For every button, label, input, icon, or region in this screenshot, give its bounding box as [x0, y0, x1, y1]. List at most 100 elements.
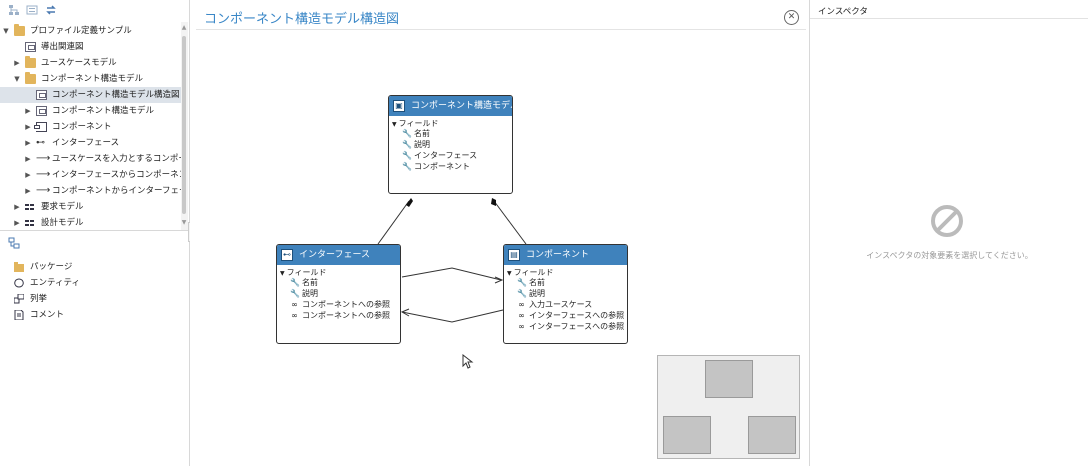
field-label: 名前: [529, 278, 545, 287]
node-component-model[interactable]: ▣ コンポーネント構造モデル ▼フィールド 🔧名前 🔧説明 🔧インターフェース …: [388, 95, 513, 194]
fields-section[interactable]: ▼フィールド: [507, 268, 554, 277]
field-row[interactable]: ∞インターフェースへの参照: [517, 310, 624, 321]
tree-item[interactable]: ▶ ユースケースモデル: [0, 55, 181, 71]
tree-item[interactable]: ▶コンポーネント構造モデル: [0, 103, 181, 119]
tree-item-label: 要求モデル: [41, 202, 84, 212]
tree-toolbar: [0, 0, 189, 22]
tree-item[interactable]: ▶コンポーネント: [0, 119, 181, 135]
expand-right-icon[interactable]: ▶: [14, 203, 20, 211]
node-header: ⊷ インターフェース: [277, 245, 400, 265]
relation-arrow-icon: ⟶: [36, 153, 51, 164]
tree-item[interactable]: ▼ プロファイル定義サンプル: [0, 23, 181, 39]
field-row[interactable]: 🔧名前: [517, 277, 545, 288]
field-label: 説明: [302, 289, 318, 298]
node-header: ▣ コンポーネント構造モデル: [389, 96, 512, 116]
palette-hierarchy-icon[interactable]: [8, 237, 20, 249]
expand-right-icon[interactable]: ▶: [25, 155, 31, 163]
field-row[interactable]: 🔧説明: [517, 288, 545, 299]
expand-down-icon[interactable]: ▼: [14, 75, 20, 83]
tree-item[interactable]: ▶⟶インターフェースからコンポーネントへ: [0, 167, 181, 183]
expand-right-icon[interactable]: ▶: [25, 123, 31, 131]
wrench-icon: 🔧: [517, 278, 527, 287]
panel-splitter[interactable]: [0, 230, 189, 231]
minimap-node: [705, 360, 753, 398]
folder-icon: [14, 24, 25, 36]
tree-item[interactable]: ▶ 要求モデル: [0, 199, 181, 215]
fields-section[interactable]: ▼フィールド: [392, 119, 439, 128]
component-icon: [34, 122, 47, 132]
hierarchy-icon[interactable]: [8, 4, 20, 16]
wrench-icon: 🔧: [402, 162, 412, 171]
interface-to-component-link[interactable]: [401, 267, 502, 281]
field-label: 入力ユースケース: [529, 300, 593, 309]
expand-down-icon[interactable]: ▼: [3, 27, 9, 35]
field-row[interactable]: 🔧インターフェース: [402, 150, 477, 161]
model-tree: ▼ プロファイル定義サンプル導出関連図 ▶ ユースケースモデル ▼ コンポーネント構造モデ…: [0, 22, 181, 230]
field-row[interactable]: 🔧コンポーネント: [402, 161, 470, 172]
inspector-empty-message: インスペクタの対象要素を選択してください。: [866, 251, 1033, 260]
scroll-down-icon[interactable]: ▼: [181, 219, 187, 226]
expand-right-icon[interactable]: ▶: [25, 187, 31, 195]
field-row[interactable]: 🔧説明: [402, 139, 430, 150]
reference-icon: ∞: [518, 311, 525, 320]
node-component[interactable]: ▤ コンポーネント ▼フィールド 🔧名前 🔧説明 ∞入力ユースケース ∞インター…: [503, 244, 628, 344]
field-row[interactable]: ∞入力ユースケース: [517, 299, 592, 310]
tree-item[interactable]: ▼ コンポーネント構造モデル: [0, 71, 181, 87]
tree-item[interactable]: コンポーネント構造モデル構造図: [0, 87, 181, 103]
tree-item-label: 設計モデル: [41, 218, 84, 228]
fields-label: フィールド: [513, 268, 554, 277]
field-row[interactable]: ∞コンポーネントへの参照: [290, 299, 390, 310]
wrench-icon: 🔧: [290, 289, 300, 298]
tree-item[interactable]: 導出関連図: [0, 39, 181, 55]
inspector-title: インスペクタ: [818, 7, 868, 17]
tree-item[interactable]: ▶⟶ユースケースを入力とするコンポーネ: [0, 151, 181, 167]
field-label: 名前: [414, 129, 430, 138]
scroll-up-icon[interactable]: ▲: [181, 24, 187, 31]
tree-item-label: ユースケースモデル: [41, 58, 117, 68]
expand-right-icon[interactable]: ▶: [25, 139, 31, 147]
field-label: コンポーネントへの参照: [302, 311, 390, 320]
expand-right-icon[interactable]: ▶: [14, 59, 20, 67]
connectors: [377, 198, 527, 323]
component-to-interface-link[interactable]: [401, 309, 504, 323]
node-interface[interactable]: ⊷ インターフェース ▼フィールド 🔧名前 🔧説明 ∞コンポーネントへの参照 ∞…: [276, 244, 401, 344]
diagram-icon: [36, 90, 47, 100]
expand-right-icon[interactable]: ▶: [25, 107, 31, 115]
node-title: コンポーネント: [526, 250, 590, 260]
wrench-icon: 🔧: [402, 151, 412, 160]
tree-item-label: コンポーネントからインターフェースへ: [52, 186, 181, 196]
tree-item-label: プロファイル定義サンプル: [30, 26, 132, 36]
minimap[interactable]: [657, 355, 800, 459]
palette-item-label: 列挙: [30, 294, 48, 304]
fields-section[interactable]: ▼フィールド: [280, 268, 327, 277]
field-row[interactable]: 🔧説明: [290, 288, 318, 299]
node-title: コンポーネント構造モデル: [411, 101, 513, 111]
tree-item[interactable]: ▶ 設計モデル: [0, 215, 181, 230]
list-icon[interactable]: [26, 4, 38, 16]
wrench-icon: 🔧: [402, 140, 412, 149]
model-interface-link[interactable]: [377, 200, 410, 245]
palette-item-label: コメント: [30, 310, 65, 320]
field-label: コンポーネント: [414, 162, 470, 171]
arrow-head: [400, 308, 410, 317]
field-row[interactable]: ∞インターフェースへの参照: [517, 321, 624, 332]
field-row[interactable]: 🔧名前: [402, 128, 430, 139]
expand-right-icon[interactable]: ▶: [25, 171, 31, 179]
inspector-divider: [810, 18, 1088, 19]
folder-icon: [25, 72, 36, 84]
palette-item-label: パッケージ: [30, 262, 73, 272]
expand-right-icon[interactable]: ▶: [14, 219, 20, 227]
minimap-node: [663, 416, 711, 454]
tree-scrollbar-thumb[interactable]: [182, 36, 186, 214]
fields-label: フィールド: [398, 119, 439, 128]
sync-icon[interactable]: [45, 4, 57, 16]
tree-item[interactable]: ▶⊷インターフェース: [0, 135, 181, 151]
field-label: 名前: [302, 278, 318, 287]
model-component-link[interactable]: [493, 200, 527, 245]
field-row[interactable]: ∞コンポーネントへの参照: [290, 310, 390, 321]
tree-item-label: コンポーネント構造モデル: [41, 74, 144, 84]
field-row[interactable]: 🔧名前: [290, 277, 318, 288]
close-button[interactable]: ✕: [784, 10, 799, 25]
tree-item[interactable]: ▶⟶コンポーネントからインターフェースへ: [0, 183, 181, 199]
palette-item-label: エンティティ: [30, 278, 80, 288]
